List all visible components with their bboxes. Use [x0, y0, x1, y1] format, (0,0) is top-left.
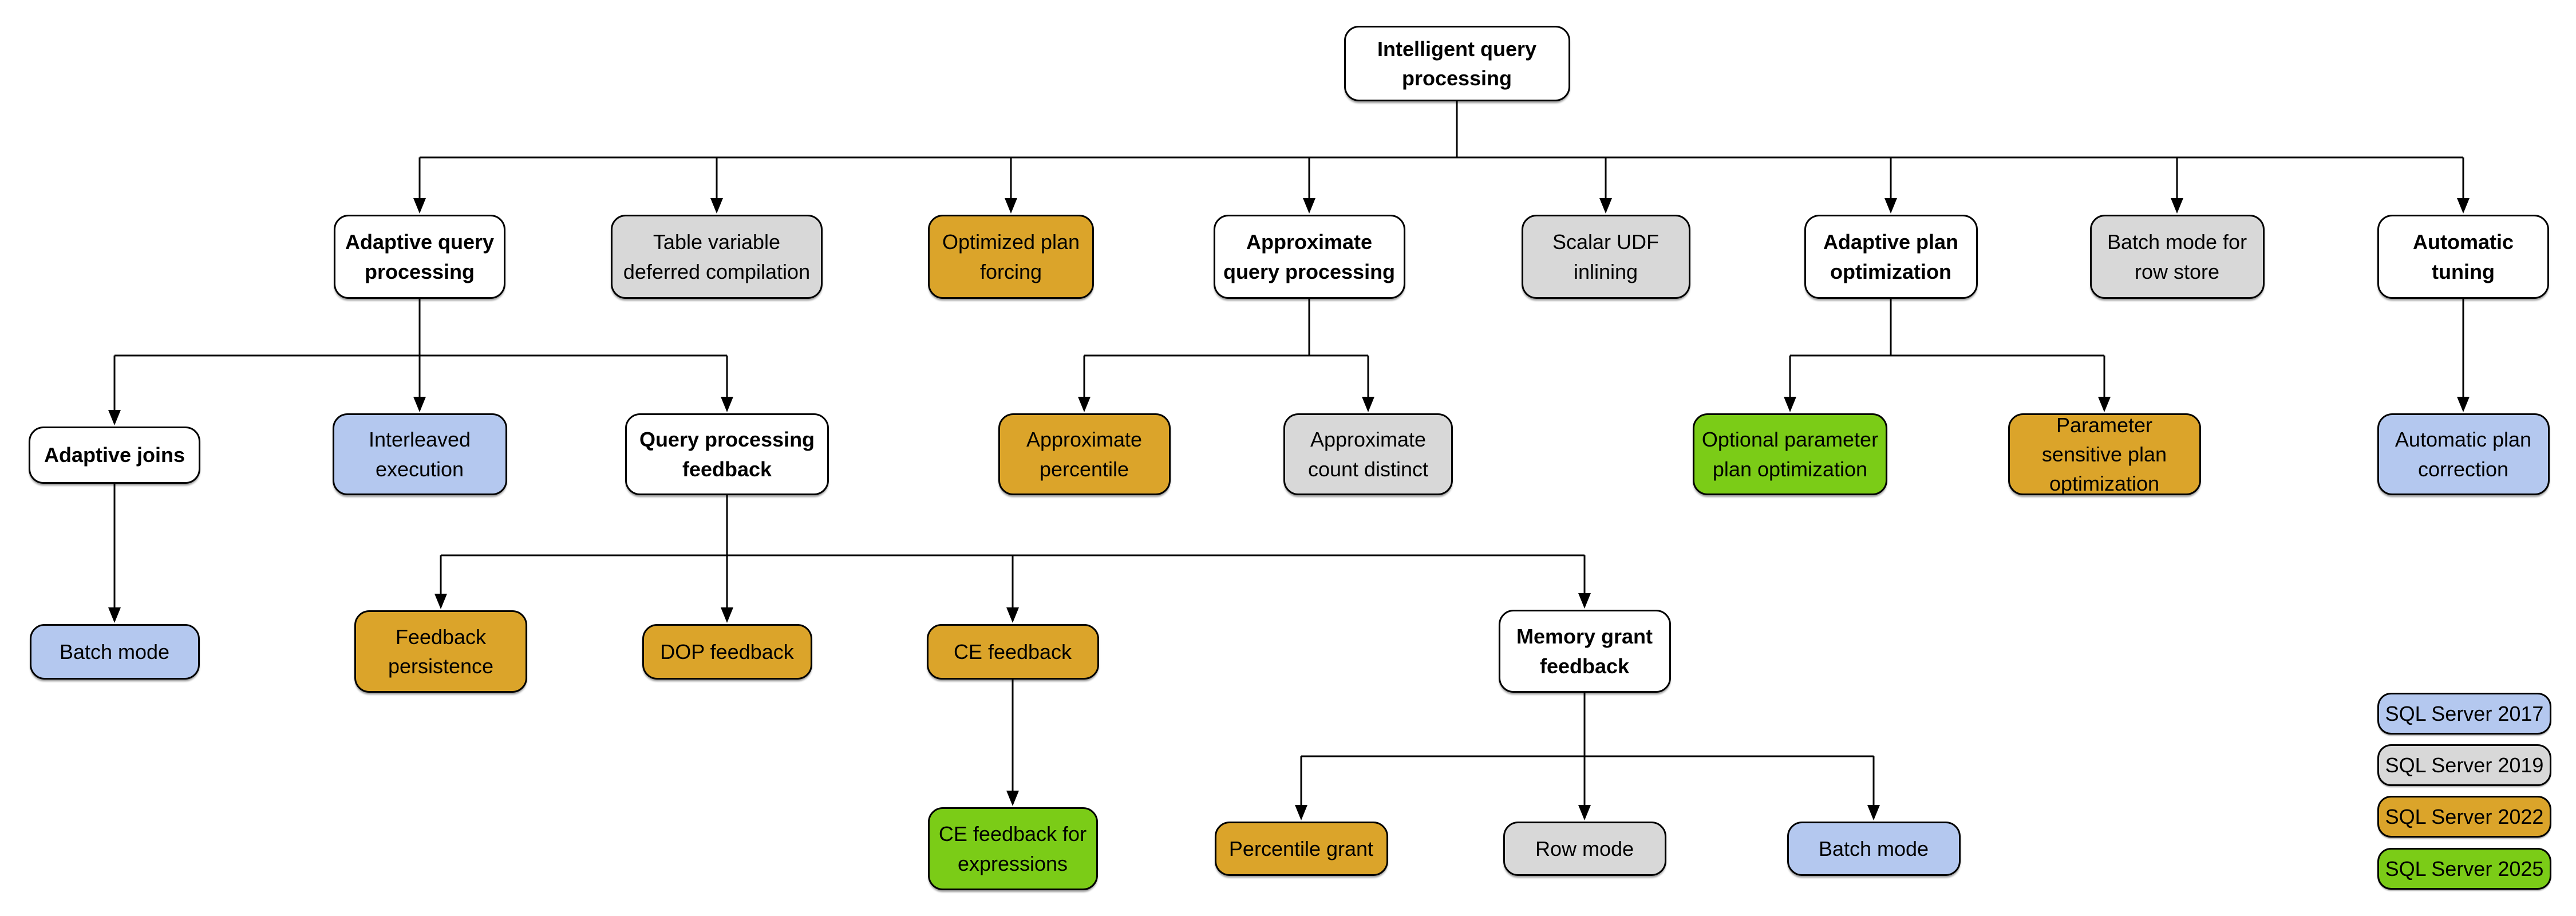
- node-tvdc: Table variable deferred compilation: [611, 215, 823, 299]
- node-label: Adaptive joins: [44, 443, 185, 467]
- arrowhead-icon: [2098, 397, 2111, 412]
- node-qpf: Query processing feedback: [625, 413, 829, 495]
- node-label: Memory grant feedback: [1516, 625, 1653, 678]
- node-label: Percentile grant: [1228, 836, 1374, 860]
- node-pspo: Parameter sensitive plan optimization: [2008, 413, 2201, 495]
- node-apc: Automatic plan correction: [2377, 413, 2550, 495]
- node-label: Automatic plan correction: [2395, 428, 2532, 481]
- node-label: Automatic tuning: [2412, 230, 2514, 283]
- node-apo: Adaptive plan optimization: [1804, 215, 1978, 299]
- legend-label: SQL Server 2019: [2385, 753, 2544, 777]
- node-bm2: Batch mode: [1787, 822, 1961, 876]
- node-label: Batch mode: [1818, 836, 1929, 860]
- node-label: Adaptive query processing: [345, 230, 495, 283]
- node-label: Optional parameter plan optimization: [1701, 428, 1879, 481]
- node-label: Batch mode for row store: [2107, 230, 2247, 283]
- arrowhead-icon: [1303, 198, 1315, 214]
- legend-item-sql-server-2025: SQL Server 2025: [2377, 848, 2551, 890]
- node-oppo: Optional parameter plan optimization: [1693, 413, 1887, 495]
- node-mgf: Memory grant feedback: [1498, 610, 1671, 693]
- node-bmrs: Batch mode for row store: [2089, 215, 2265, 299]
- legend-item-sql-server-2019: SQL Server 2019: [2377, 744, 2551, 786]
- arrowhead-icon: [1295, 805, 1307, 820]
- node-aqp: Adaptive query processing: [334, 215, 505, 299]
- node-iqp: Intelligent query processing: [1344, 26, 1570, 101]
- node-cef: CE feedback: [926, 624, 1099, 680]
- arrowhead-icon: [1362, 397, 1374, 412]
- arrowhead-icon: [1006, 791, 1019, 806]
- node-label: Interleaved execution: [368, 428, 471, 481]
- arrowhead-icon: [1578, 593, 1591, 609]
- arrowhead-icon: [1078, 397, 1091, 412]
- node-opf: Optimized plan forcing: [928, 215, 1094, 299]
- legend-item-sql-server-2017: SQL Server 2017: [2377, 693, 2551, 735]
- arrowhead-icon: [2171, 198, 2183, 214]
- arrowhead-icon: [413, 198, 426, 214]
- node-label: Parameter sensitive plan optimization: [2041, 413, 2167, 496]
- arrowhead-icon: [434, 594, 447, 609]
- node-bm1: Batch mode: [29, 624, 200, 680]
- node-label: Batch mode: [59, 639, 170, 664]
- node-fp: Feedback persistence: [354, 610, 527, 693]
- node-rm: Row mode: [1503, 822, 1666, 876]
- legend-label: SQL Server 2025: [2385, 856, 2544, 881]
- node-label: Row mode: [1535, 836, 1634, 860]
- node-label: Table variable deferred compilation: [623, 230, 811, 283]
- arrowhead-icon: [2457, 397, 2470, 412]
- arrowhead-icon: [1578, 805, 1591, 820]
- node-ie: Interleaved execution: [332, 413, 507, 495]
- node-pg: Percentile grant: [1214, 822, 1388, 876]
- legend-label: SQL Server 2017: [2385, 701, 2544, 725]
- node-aj: Adaptive joins: [29, 427, 200, 484]
- node-label: Optimized plan forcing: [942, 230, 1080, 283]
- node-label: Approximate count distinct: [1307, 428, 1429, 481]
- node-label: Scalar UDF inlining: [1552, 230, 1660, 283]
- legend-item-sql-server-2022: SQL Server 2022: [2377, 796, 2551, 838]
- node-label: CE feedback: [953, 639, 1072, 664]
- node-ap: Approximate percentile: [998, 413, 1171, 495]
- node-label: DOP feedback: [660, 639, 794, 664]
- node-label: Intelligent query processing: [1377, 37, 1537, 90]
- arrowhead-icon: [1599, 198, 1612, 214]
- node-label: CE feedback for expressions: [938, 822, 1087, 875]
- arrowhead-icon: [1005, 198, 1017, 214]
- node-acd: Approximate count distinct: [1283, 413, 1453, 495]
- node-label: Approximate percentile: [1026, 428, 1143, 481]
- node-apqp: Approximate query processing: [1213, 215, 1405, 299]
- node-label: Approximate query processing: [1223, 230, 1396, 283]
- node-label: Query processing feedback: [639, 428, 815, 481]
- arrowhead-icon: [108, 410, 121, 425]
- arrowhead-icon: [1006, 607, 1019, 623]
- arrowhead-icon: [1784, 397, 1796, 412]
- arrowhead-icon: [1867, 805, 1880, 820]
- node-dop: DOP feedback: [642, 624, 812, 680]
- node-label: Adaptive plan optimization: [1823, 230, 1959, 283]
- arrowhead-icon: [2457, 198, 2470, 214]
- arrowhead-icon: [710, 198, 723, 214]
- legend-label: SQL Server 2022: [2385, 804, 2544, 828]
- node-cefe: CE feedback for expressions: [927, 807, 1098, 890]
- node-at: Automatic tuning: [2377, 215, 2549, 299]
- node-sudf: Scalar UDF inlining: [1521, 215, 1690, 299]
- arrowhead-icon: [721, 397, 733, 412]
- node-label: Feedback persistence: [388, 625, 494, 678]
- arrowhead-icon: [108, 607, 121, 623]
- arrowhead-icon: [413, 397, 426, 412]
- arrowhead-icon: [721, 607, 733, 623]
- arrowhead-icon: [1884, 198, 1897, 214]
